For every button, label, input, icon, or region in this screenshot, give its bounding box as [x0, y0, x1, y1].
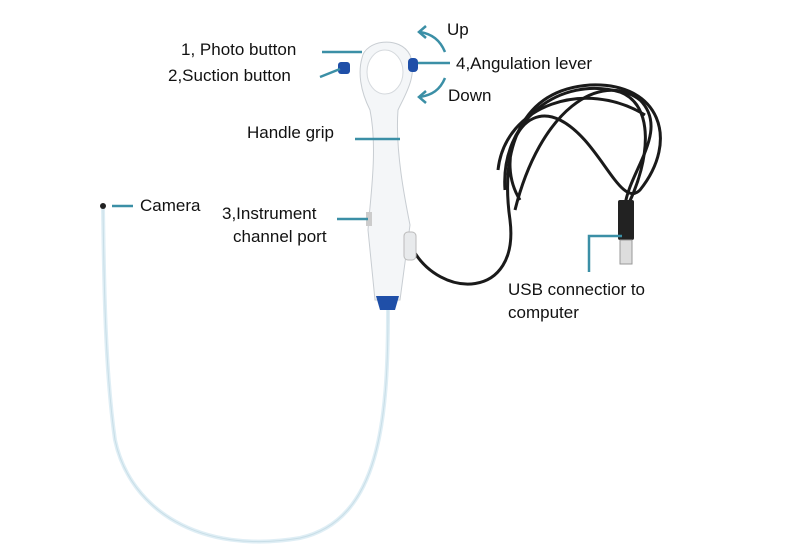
up-arrow-icon — [417, 25, 447, 53]
label-up: Up — [447, 20, 469, 39]
down-arrow-icon — [417, 77, 447, 104]
leader-lines — [112, 50, 622, 272]
label-angulation-lever: 4,Angulation lever — [456, 54, 593, 73]
label-usb-2: computer — [508, 303, 579, 322]
label-instrument-port-2: channel port — [233, 227, 327, 246]
insertion-tube — [101, 207, 390, 544]
label-photo-button: 1, Photo button — [181, 40, 297, 59]
label-down: Down — [448, 86, 492, 105]
label-usb-1: USB connectior to — [508, 280, 646, 299]
camera-tip-icon — [100, 203, 106, 209]
endoscope-handle — [359, 41, 417, 310]
suction-button-icon — [338, 62, 350, 74]
label-camera: Camera — [140, 196, 201, 215]
angulation-lever-icon — [408, 58, 418, 72]
usb-plug-icon — [618, 200, 634, 265]
label-instrument-port-1: 3,Instrument — [222, 204, 317, 223]
label-suction-button: 2,Suction button — [168, 66, 291, 85]
usb-cable — [410, 83, 662, 286]
label-handle-grip: Handle grip — [247, 123, 334, 142]
